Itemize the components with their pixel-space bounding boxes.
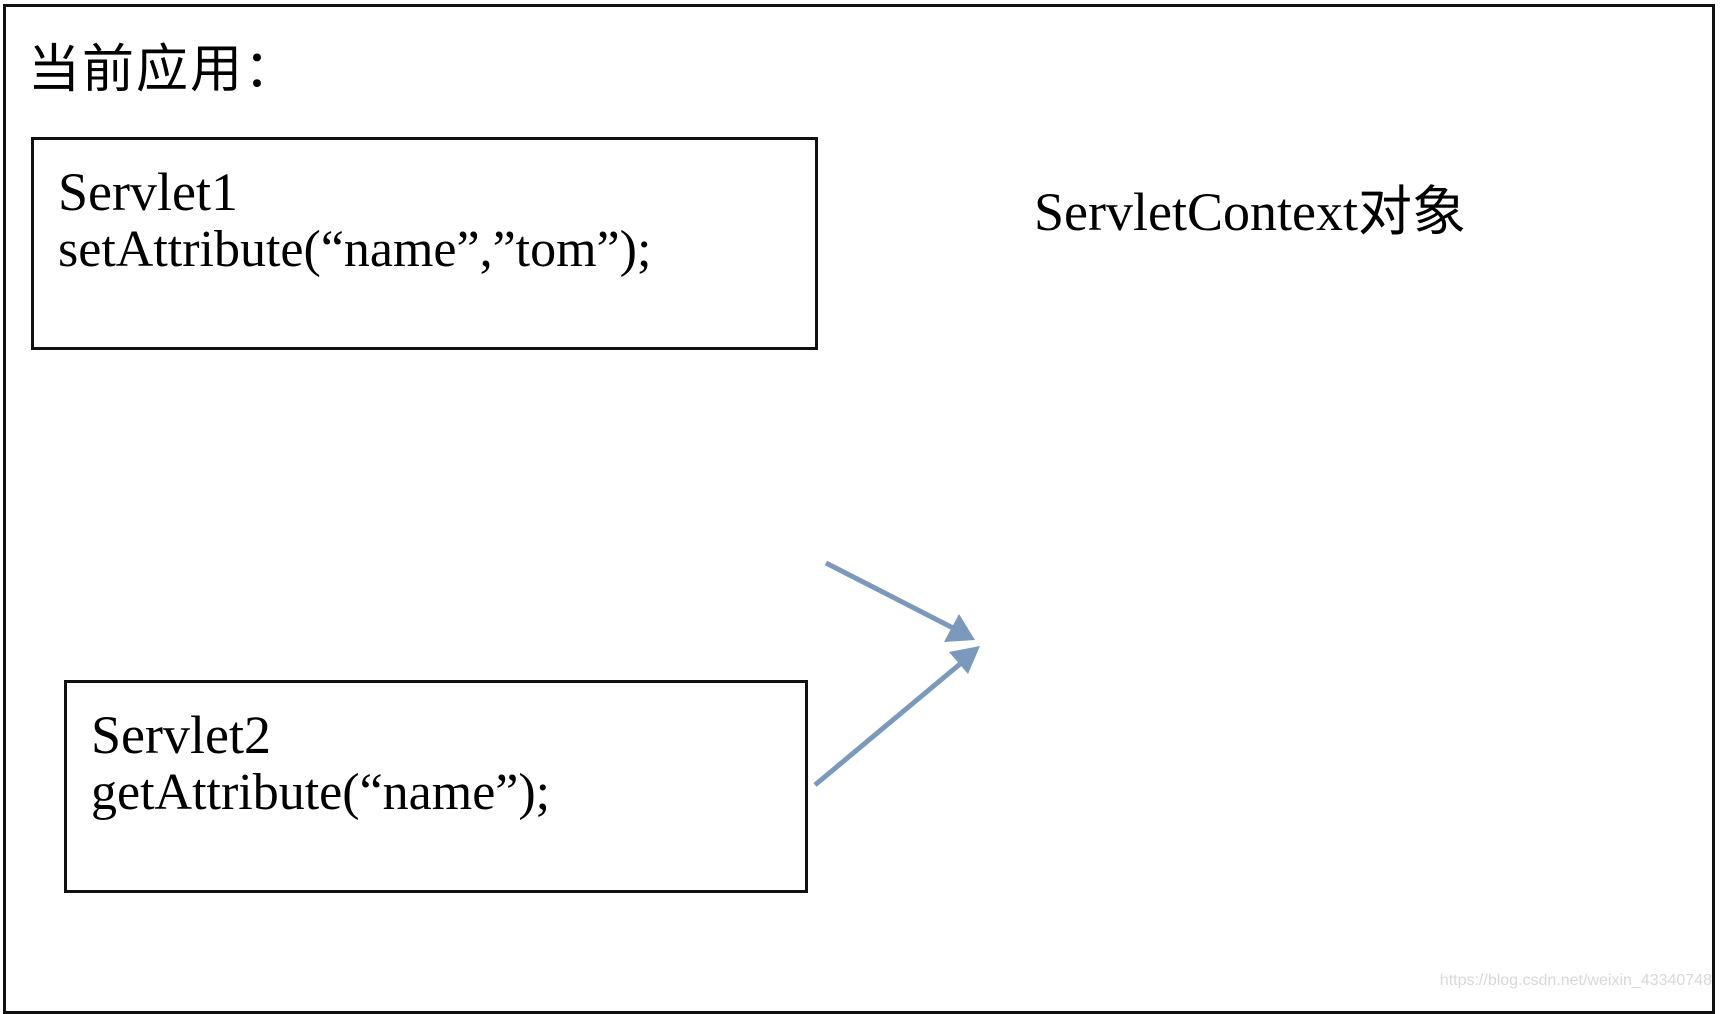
servlet2-get-attribute-call: getAttribute(“name”); [91,764,551,821]
servlet1-set-attribute-call: setAttribute(“name”,”tom”); [58,221,652,278]
servlet1-name: Servlet1 [58,162,238,222]
watermark: https://blog.csdn.net/weixin_43340748 [1439,972,1712,989]
servlet1-box: Servlet1 setAttribute(“name”,”tom”); [31,137,818,350]
servlet2-name: Servlet2 [91,705,271,765]
servlet2-box: Servlet2 getAttribute(“name”); [64,680,808,893]
application-title: 当前应用： [28,40,299,100]
servlet-context-label: ServletContext对象 [1034,182,1466,242]
